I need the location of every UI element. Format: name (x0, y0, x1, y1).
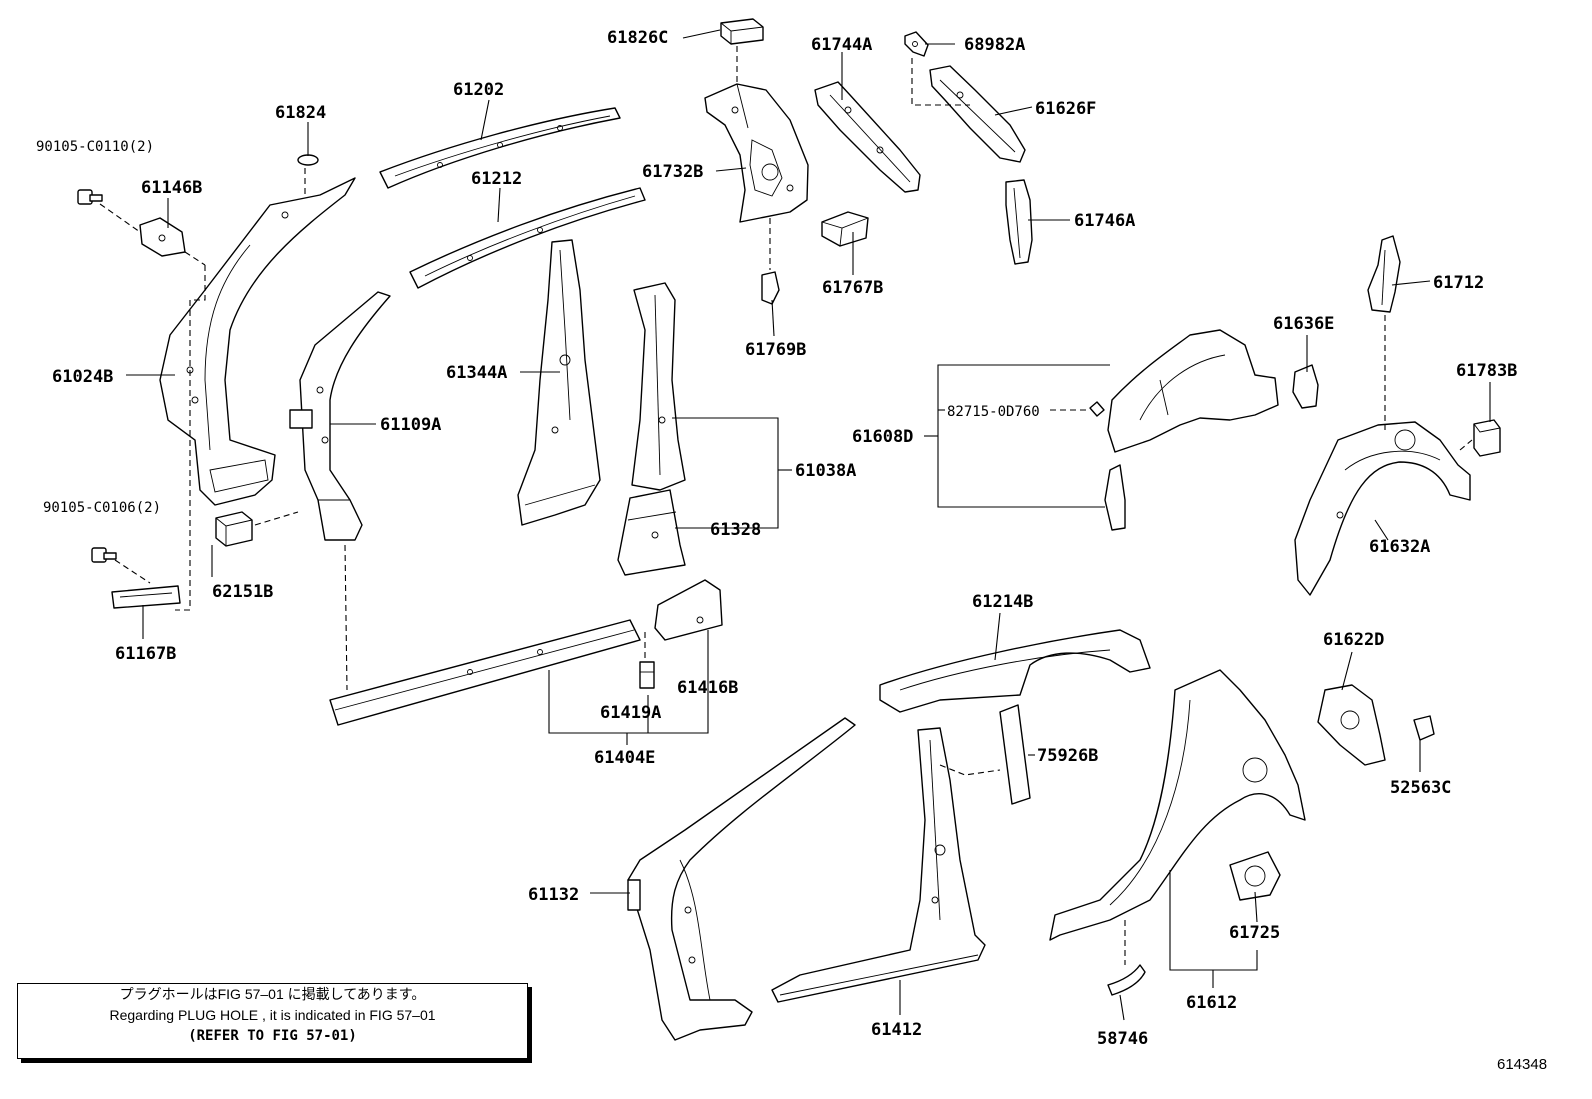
part-61132-shape (627, 717, 856, 1041)
part-61214B-shape (879, 629, 1151, 713)
part-58746-shape (1107, 964, 1146, 996)
label-61344A: 61344A (446, 363, 507, 383)
part-61202-shape (379, 107, 621, 189)
note-line-reference: (REFER TO FIG 57-01) (188, 1028, 357, 1044)
part-61038A-shape (631, 282, 686, 491)
label-61212: 61212 (471, 169, 522, 189)
label-61146B: 61146B (141, 178, 202, 198)
label-61416B: 61416B (677, 678, 738, 698)
part-61769B-shape (761, 271, 780, 305)
part-61632A-shape (1294, 421, 1471, 596)
note-line-japanese: プラグホールはFIG 57–01 に掲載してあります。 (119, 986, 426, 1002)
part-52563C-shape (1413, 715, 1435, 741)
part-61636E-shape (1292, 364, 1319, 409)
part-61328-shape (617, 489, 686, 576)
label-61404E: 61404E (594, 748, 655, 768)
label-61412: 61412 (871, 1020, 922, 1040)
label-61826C: 61826C (607, 28, 668, 48)
label-61167B: 61167B (115, 644, 176, 664)
note-line-english: Regarding PLUG HOLE , it is indicated in… (109, 1007, 436, 1023)
part-61783B-shape (1473, 419, 1501, 457)
label-61732B: 61732B (642, 162, 703, 182)
diagram-code: 614348 (1497, 1056, 1548, 1073)
label-61419A: 61419A (600, 703, 661, 723)
part-61344A-shape (517, 239, 601, 526)
label-61725: 61725 (1229, 923, 1280, 943)
part-61622D-shape (1317, 684, 1386, 766)
label-61202: 61202 (453, 80, 504, 100)
part-61767B-shape (821, 211, 869, 247)
label-61626F: 61626F (1035, 99, 1096, 119)
label-61024B: 61024B (52, 367, 113, 387)
plug-hole-note: プラグホールはFIG 57–01 に掲載してあります。 Regarding PL… (17, 983, 528, 1059)
label-61109A: 61109A (380, 415, 441, 435)
label-58746: 58746 (1097, 1029, 1148, 1049)
part-61732B-shape (704, 83, 809, 223)
label-68982A: 68982A (964, 35, 1025, 55)
part-61612-shape (1049, 669, 1306, 941)
label-90105-C0110: 90105-C0110(2) (36, 139, 154, 155)
leader-lines (126, 29, 1491, 1021)
label-61622D: 61622D (1323, 630, 1384, 650)
part-61419A-shape (639, 661, 655, 689)
label-90105-C0106: 90105-C0106(2) (43, 500, 161, 516)
label-61636E: 61636E (1273, 314, 1334, 334)
label-61746A: 61746A (1074, 211, 1135, 231)
part-62151B-shape (215, 511, 253, 547)
label-61132: 61132 (528, 885, 579, 905)
label-52563C: 52563C (1390, 778, 1451, 798)
part-61146B-shape (139, 217, 186, 257)
part-61024B-shape (159, 177, 356, 506)
label-61769B: 61769B (745, 340, 806, 360)
part-90105-C0106-shape (91, 547, 117, 563)
label-61767B: 61767B (822, 278, 883, 298)
part-61826C-shape (720, 18, 764, 45)
part-61725-shape (1229, 851, 1281, 901)
dashed-guides (99, 46, 1473, 965)
label-61328: 61328 (710, 520, 761, 540)
label-61783B: 61783B (1456, 361, 1517, 381)
part-90105-C0110-shape (77, 189, 103, 205)
part-61608D-shape (1107, 329, 1279, 453)
part-61416B-shape (654, 579, 723, 641)
part-61109A-shape (289, 291, 391, 541)
label-61214B: 61214B (972, 592, 1033, 612)
part-61404E-shape (329, 619, 641, 726)
part-61746A-shape (1005, 179, 1033, 265)
label-75926B: 75926B (1037, 746, 1098, 766)
label-61824: 61824 (275, 103, 326, 123)
part-61608D-bracket-shape (1104, 464, 1126, 531)
label-61632A: 61632A (1369, 537, 1430, 557)
label-61608D: 61608D (852, 427, 913, 447)
part-61744A-shape (814, 81, 921, 193)
label-61712: 61712 (1433, 273, 1484, 293)
label-61038A: 61038A (795, 461, 856, 481)
part-68982A-shape (904, 31, 929, 57)
label-62151B: 62151B (212, 582, 273, 602)
part-61626F-shape (929, 65, 1026, 163)
part-61824-shape (297, 154, 319, 166)
part-61167B-shape (111, 585, 181, 609)
label-82715-0D760: 82715-0D760 (947, 404, 1040, 420)
label-61744A: 61744A (811, 35, 872, 55)
part-75926B-shape (999, 704, 1031, 805)
part-61212-shape (409, 187, 646, 289)
part-labels: 61826C 61744A 68982A 61202 61824 61626F … (36, 28, 1517, 1049)
part-82715-0D760-shape (1089, 401, 1105, 417)
part-61712-shape (1367, 235, 1401, 313)
part-61412-shape (771, 727, 986, 1003)
label-61612: 61612 (1186, 993, 1237, 1013)
